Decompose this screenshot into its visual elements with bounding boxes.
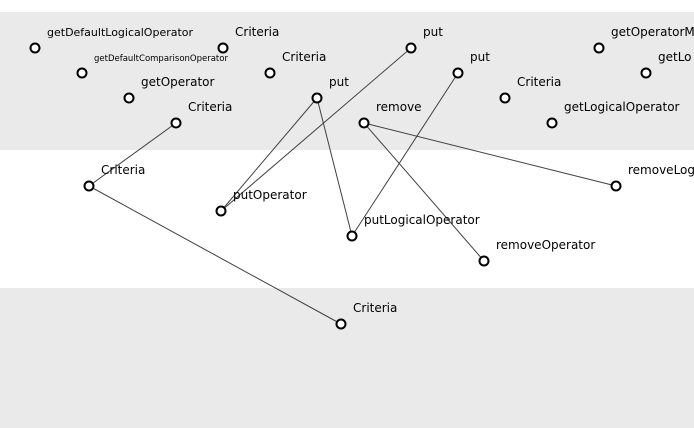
graph-node[interactable]: Criteria (83, 163, 146, 192)
node-label: removeOperator (496, 238, 595, 252)
node-circle[interactable] (215, 205, 227, 217)
node-label: removeLog (628, 163, 694, 177)
graph-node[interactable]: Criteria (264, 50, 327, 79)
graph-node[interactable]: getDefaultComparisonOperator (76, 54, 229, 79)
node-label: Criteria (282, 50, 326, 64)
node-circle[interactable] (170, 117, 182, 129)
layer-band-top (0, 12, 694, 150)
node-label: getDefaultComparisonOperator (94, 54, 228, 64)
node-circle[interactable] (358, 117, 370, 129)
node-label: Criteria (235, 25, 279, 39)
edge-n7-n18 (351, 72, 459, 237)
node-circle[interactable] (346, 230, 358, 242)
graph-node[interactable]: getLo (640, 50, 692, 79)
node-label: put (329, 75, 349, 89)
node-circle[interactable] (640, 67, 652, 79)
graph-node[interactable]: getOperator (123, 75, 215, 104)
node-circle[interactable] (610, 180, 622, 192)
node-circle[interactable] (76, 67, 88, 79)
node-circle[interactable] (335, 318, 347, 330)
node-label: put (470, 50, 490, 64)
node-circle[interactable] (83, 180, 95, 192)
node-label: getLogicalOperator (564, 100, 680, 114)
graph-node[interactable]: Criteria (217, 25, 280, 54)
edge-n13-n16 (363, 122, 617, 187)
node-label: Criteria (353, 301, 397, 315)
graph-node[interactable]: remove (358, 100, 422, 129)
graph-node[interactable]: put (311, 75, 350, 104)
graph-node[interactable]: Criteria (499, 75, 562, 104)
node-label: getDefaultLogicalOperator (47, 26, 194, 39)
node-label: Criteria (101, 163, 145, 177)
graph-node[interactable]: putLogicalOperator (346, 213, 480, 242)
node-circle[interactable] (123, 92, 135, 104)
edges-layer (88, 47, 617, 325)
node-circle[interactable] (405, 42, 417, 54)
edge-n12-n15 (88, 122, 177, 187)
node-circle[interactable] (546, 117, 558, 129)
layer-band-bottom (0, 288, 694, 428)
graph-node[interactable]: removeLog (610, 163, 694, 192)
graph-node[interactable]: getLogicalOperator (546, 100, 680, 129)
node-label: getOperatorM (611, 25, 694, 39)
node-label: getOperator (141, 75, 214, 89)
edge-n13-n19 (363, 122, 485, 262)
node-circle[interactable] (29, 42, 41, 54)
node-label: putLogicalOperator (364, 213, 480, 227)
node-label: remove (376, 100, 422, 114)
graph-node[interactable]: getDefaultLogicalOperator (29, 26, 194, 54)
layer-band-middle (0, 150, 694, 288)
graph-node[interactable]: putOperator (215, 188, 307, 217)
node-circle[interactable] (499, 92, 511, 104)
node-label: getLo (658, 50, 692, 64)
edge-n3-n17 (220, 47, 412, 212)
graph-node[interactable]: Criteria (335, 301, 398, 330)
node-label: putOperator (233, 188, 307, 202)
graph-node[interactable]: put (405, 25, 444, 54)
graph-node[interactable]: Criteria (170, 100, 233, 129)
graph-node[interactable]: removeOperator (478, 238, 596, 267)
node-circle[interactable] (264, 67, 276, 79)
node-label: Criteria (517, 75, 561, 89)
edge-n10-n17 (220, 97, 318, 212)
node-circle[interactable] (452, 67, 464, 79)
graph-node[interactable]: put (452, 50, 491, 79)
node-circle[interactable] (311, 92, 323, 104)
node-label: Criteria (188, 100, 232, 114)
edge-n10-n18 (316, 97, 353, 237)
node-label: put (423, 25, 443, 39)
graph-node[interactable]: getOperatorM (593, 25, 694, 54)
node-circle[interactable] (478, 255, 490, 267)
node-circle[interactable] (593, 42, 605, 54)
node-circle[interactable] (217, 42, 229, 54)
edge-n15-n20 (88, 185, 342, 325)
